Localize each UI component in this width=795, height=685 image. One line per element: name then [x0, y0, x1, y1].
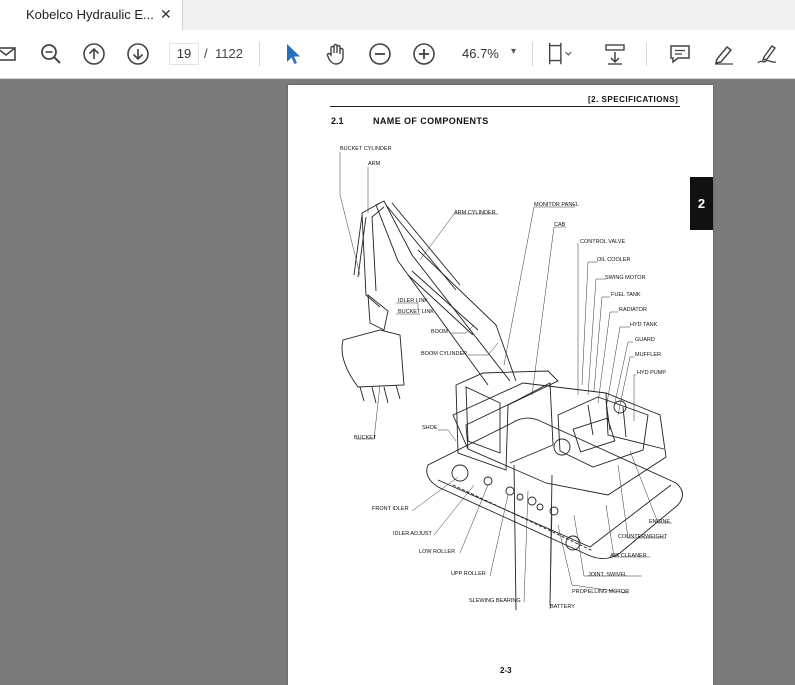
label-idler-link: IDLER LINK — [398, 298, 428, 304]
close-icon[interactable]: ✕ — [160, 6, 172, 22]
toolbar-divider — [532, 42, 533, 66]
page-separator: / — [204, 46, 208, 61]
page-number: 2-3 — [500, 666, 512, 675]
label-upp-roller: UPP ROLLER — [451, 571, 486, 577]
mail-icon[interactable] — [0, 40, 20, 68]
page-down-icon[interactable] — [124, 40, 152, 68]
label-battery: BATTERY — [550, 604, 575, 610]
label-arm-cylinder: ARM CYLINDER — [454, 210, 496, 216]
label-engine: ENGINE — [649, 519, 671, 525]
label-oil-cooler: OIL COOLER — [597, 257, 631, 263]
comment-icon[interactable] — [666, 40, 694, 68]
label-radiator: RADIATOR — [619, 307, 647, 313]
label-hyd-pump: HYD PUMP — [637, 370, 667, 376]
label-muffler: MUFFLER — [635, 352, 661, 358]
label-guard: GUARD — [635, 337, 655, 343]
label-fuel-tank: FUEL TANK — [611, 292, 641, 298]
chevron-down-icon: ▾ — [511, 46, 517, 57]
highlight-pen-icon[interactable] — [710, 40, 738, 68]
page-total: 1122 — [215, 46, 243, 61]
zoom-value: 46.7% — [462, 46, 499, 61]
sign-icon[interactable] — [754, 40, 782, 68]
toolbar-divider — [259, 42, 260, 66]
label-monitor-panel: MONITOR PANEL — [534, 202, 580, 208]
label-air-cleaner: AIR CLEANER — [610, 553, 647, 559]
label-arm: ARM — [368, 161, 381, 167]
label-boom-cylinder: BOOM CYLINDER — [421, 351, 468, 357]
tab-title: Kobelco Hydraulic E... — [26, 7, 154, 22]
label-front-idler: FRONT IDLER — [372, 506, 409, 512]
pdf-page: [2. SPECIFICATIONS] 2.1 NAME OF COMPONEN… — [288, 85, 713, 685]
header-rule — [330, 106, 680, 107]
label-joint-swivel: JOINT, SWIVEL — [588, 572, 628, 578]
label-boom: BOOM — [431, 329, 448, 335]
toolbar-divider — [646, 42, 647, 66]
page-number-input[interactable]: 19 — [169, 43, 199, 65]
label-swing-motor: SWING MOTOR — [605, 275, 646, 281]
excavator-diagram — [339, 152, 683, 611]
select-cursor-icon[interactable] — [278, 40, 306, 68]
label-cab: CAB — [554, 222, 566, 228]
label-bucket: BUCKET — [354, 435, 377, 441]
section-header: [2. SPECIFICATIONS] — [588, 95, 679, 104]
label-bucket-link: BUCKET LINK — [398, 309, 434, 315]
chapter-tab: 2 — [690, 177, 713, 230]
document-tab[interactable]: Kobelco Hydraulic E... ✕ — [0, 0, 183, 30]
page-up-icon[interactable] — [80, 40, 108, 68]
label-hyd-tank: HYD TANK — [630, 322, 658, 328]
zoom-out-search-icon[interactable] — [37, 40, 65, 68]
label-idler-adjust: IDLER ADJUST — [393, 531, 432, 537]
section-number: 2.1 — [331, 116, 344, 126]
scroll-mode-icon[interactable] — [601, 40, 629, 68]
toolbar: 19 / 1122 46.7% ▾ — [0, 30, 795, 79]
zoom-plus-icon[interactable] — [410, 40, 438, 68]
label-control-valve: CONTROL VALVE — [580, 239, 626, 245]
hand-pan-icon[interactable] — [322, 40, 350, 68]
label-bucket-cylinder: BUCKET CYLINDER — [340, 146, 392, 152]
fit-page-icon[interactable] — [545, 40, 573, 68]
tab-bar: Kobelco Hydraulic E... ✕ — [0, 0, 795, 31]
label-counterweight: COUNTERWEIGHT — [618, 534, 668, 540]
section-title: NAME OF COMPONENTS — [373, 116, 489, 126]
label-slewing-bearing: SLEWING BEARING — [469, 598, 521, 604]
zoom-minus-icon[interactable] — [366, 40, 394, 68]
zoom-select[interactable]: 46.7% ▾ — [456, 43, 528, 65]
label-propelling-motor: PROPELLING MOTOR — [572, 589, 630, 595]
label-low-roller: LOW ROLLER — [419, 549, 456, 555]
label-shoe: SHOE — [422, 425, 438, 431]
